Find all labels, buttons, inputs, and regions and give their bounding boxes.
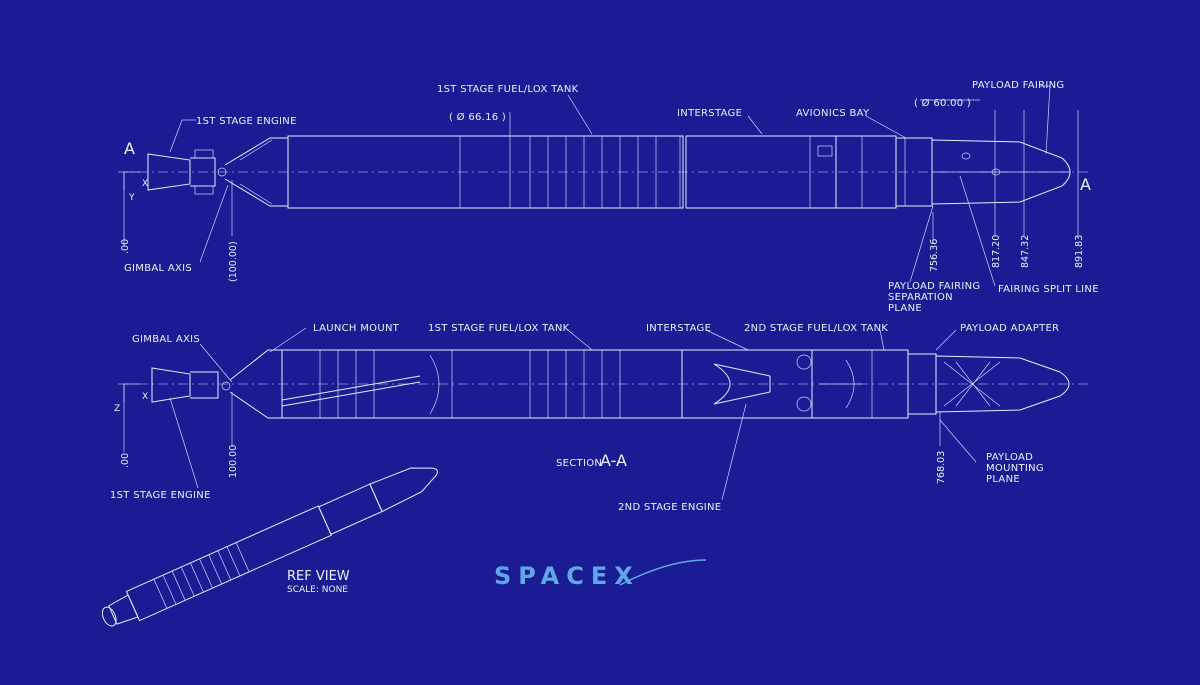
dim-756: 756.36 (929, 239, 940, 272)
label-second-stage-tank: 2ND STAGE FUEL/LOX TANK (744, 323, 888, 334)
label-first-stage-tank: 1ST STAGE FUEL/LOX TANK (437, 84, 579, 95)
section-marker-left: A (124, 139, 135, 158)
label-mounting-plane-3: PLANE (986, 474, 1020, 485)
section-axis-z-label: Z (114, 404, 120, 414)
ref-view-scale: SCALE: NONE (287, 585, 348, 595)
section-view-rocket (118, 349, 1090, 419)
label-fairing-diameter: ( Ø 60.00 ) (914, 97, 971, 109)
axis-y-label: Y (128, 193, 135, 203)
top-view-rocket (118, 135, 1090, 209)
dim-891: 891.83 (1074, 235, 1085, 268)
label-payload-fairing: PAYLOAD FAIRING (972, 80, 1064, 91)
logo-swoosh (619, 559, 707, 586)
label-section-first-stage-engine: 1ST STAGE ENGINE (110, 490, 211, 501)
label-fairing-split-line: FAIRING SPLIT LINE (998, 284, 1099, 295)
label-fairing-separation-1: PAYLOAD FAIRING (888, 281, 980, 292)
label-launch-mount: LAUNCH MOUNT (313, 323, 400, 334)
label-avionics-bay: AVIONICS BAY (796, 108, 870, 119)
section-title-marker: A-A (600, 451, 627, 470)
section-marker-right: A (1080, 175, 1091, 194)
label-interstage: INTERSTAGE (677, 108, 742, 119)
label-section-interstage: INTERSTAGE (646, 323, 711, 334)
dim-top-gimbal: (100.00) (228, 241, 239, 282)
dim-817: 817.20 (991, 235, 1002, 268)
dim-section-origin: .00 (120, 453, 131, 468)
ref-view-title: REF VIEW (287, 569, 350, 584)
top-view-annotations (123, 85, 1079, 287)
label-gimbal-axis: GIMBAL AXIS (124, 263, 192, 274)
label-second-stage-engine: 2ND STAGE ENGINE (618, 502, 721, 513)
label-mounting-plane-1: PAYLOAD (986, 452, 1033, 463)
dim-section-gimbal: 100.00 (228, 445, 239, 478)
spacex-logo: SPACEX (494, 562, 640, 590)
label-section-first-stage-tank: 1ST STAGE FUEL/LOX TANK (428, 323, 570, 334)
section-title: SECTION (556, 458, 602, 469)
label-fairing-separation-2: SEPARATION (888, 292, 953, 303)
label-tank-diameter: ( Ø 66.16 ) (449, 111, 506, 123)
label-payload-adapter: PAYLOAD ADAPTER (960, 323, 1059, 334)
ref-view-rocket (101, 467, 438, 627)
section-axis-x-label: X (142, 392, 148, 402)
label-fairing-separation-3: PLANE (888, 303, 922, 314)
label-mounting-plane-2: MOUNTING (986, 463, 1044, 474)
dim-768: 768.03 (936, 451, 947, 484)
section-view-annotations (123, 327, 977, 501)
label-first-stage-engine: 1ST STAGE ENGINE (196, 116, 297, 127)
dim-847: 847.32 (1020, 235, 1031, 268)
label-section-gimbal-axis: GIMBAL AXIS (132, 334, 200, 345)
axis-x-label: X (142, 179, 148, 189)
dim-top-origin: .00 (120, 239, 131, 254)
